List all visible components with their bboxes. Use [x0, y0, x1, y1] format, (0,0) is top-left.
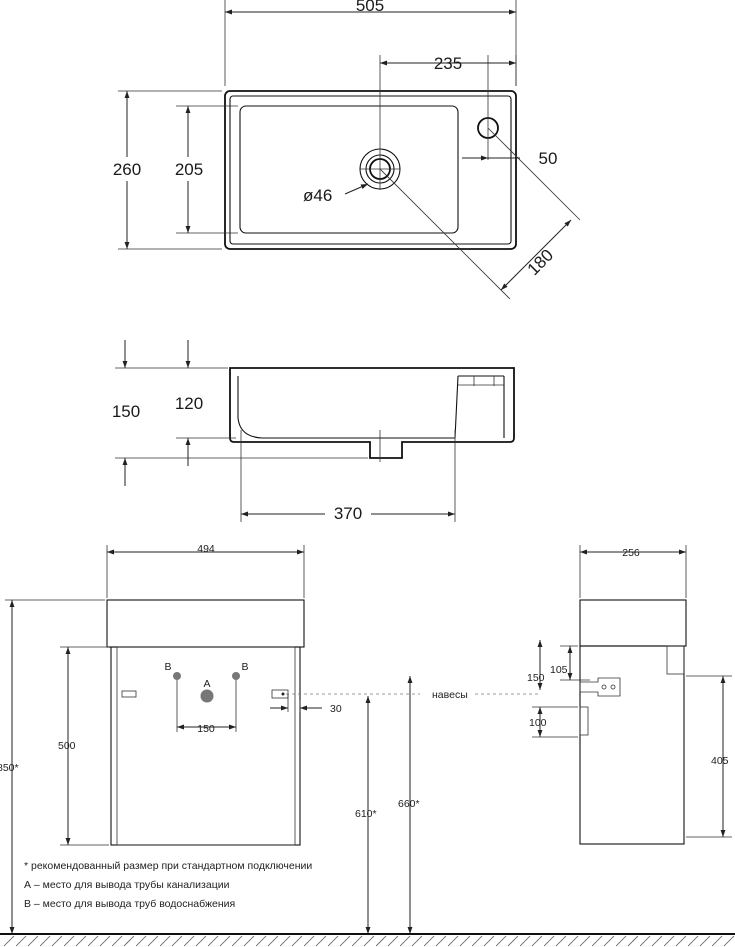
- water-outlet-right: [232, 672, 240, 680]
- dim-text-150-profile: 150: [527, 672, 545, 684]
- dim-text-150-spacing: 150: [197, 723, 215, 735]
- side-view: 150 120 370: [112, 340, 515, 524]
- dim-line-180: [500, 219, 572, 291]
- water-outlet-left: [173, 672, 181, 680]
- dim-text-850: 850*: [0, 762, 19, 774]
- dim-text-180: 180: [524, 246, 557, 279]
- dim-text-105: 105: [550, 664, 568, 676]
- dim-text-505: 505: [356, 0, 384, 15]
- dim-text-260: 260: [113, 160, 141, 179]
- basin-profile: [579, 599, 687, 647]
- dim-text-494: 494: [197, 543, 215, 555]
- basin-front: [106, 599, 305, 648]
- basin-outline: [224, 90, 517, 250]
- cabinet-profile: [579, 645, 685, 845]
- basin-rim: [229, 95, 512, 245]
- dim-text-405: 405: [711, 755, 729, 767]
- section-outline: [229, 367, 515, 459]
- label-hinges: навесы: [432, 689, 468, 701]
- cabinet-body: [110, 646, 301, 846]
- dim-text-30: 30: [330, 703, 342, 715]
- cabinet-door: [116, 646, 296, 846]
- dim-text-500: 500: [58, 740, 76, 752]
- dim-text-370: 370: [334, 504, 362, 523]
- notes: * рекомендованный размер при стандартном…: [24, 860, 312, 910]
- drain: [359, 55, 401, 190]
- dim-text-610: 610*: [355, 808, 377, 820]
- front-view: B A B навесы 494 850* 500 150 30: [0, 543, 540, 934]
- dim-text-256: 256: [622, 547, 640, 559]
- label-b-left: B: [164, 661, 171, 673]
- dim-text-205: 205: [175, 160, 203, 179]
- label-a: A: [203, 678, 210, 690]
- label-b-right: B: [241, 661, 248, 673]
- dim-text-50: 50: [539, 149, 558, 168]
- hinge-left: [121, 690, 137, 698]
- note-3: В – место для вывода труб водоснабжения: [24, 898, 235, 910]
- dim-text-100: 100: [529, 717, 547, 729]
- dim-text-235: 235: [434, 54, 462, 73]
- floor-line: [0, 933, 735, 947]
- dim-text-150-height: 150: [112, 402, 140, 421]
- dim-text-diameter: ø46: [303, 186, 332, 205]
- bowl-section: [237, 375, 459, 439]
- dim-text-120: 120: [175, 394, 203, 413]
- dim-text-660: 660*: [398, 798, 420, 810]
- note-2: А – место для вывода трубы канализации: [24, 879, 230, 891]
- tap-hole: [477, 55, 499, 160]
- drain-outlet: [200, 689, 214, 703]
- profile-view: 256 105 150 100 405: [527, 545, 732, 845]
- back-bracket: [666, 645, 685, 675]
- bowl-outline: [239, 105, 459, 234]
- hinge-right: [271, 689, 289, 699]
- top-view: 505 235 260 205 50 ø46 180: [106, 0, 581, 300]
- hinge-bracket: [579, 677, 621, 697]
- note-1: * рекомендованный размер при стандартном…: [24, 860, 312, 872]
